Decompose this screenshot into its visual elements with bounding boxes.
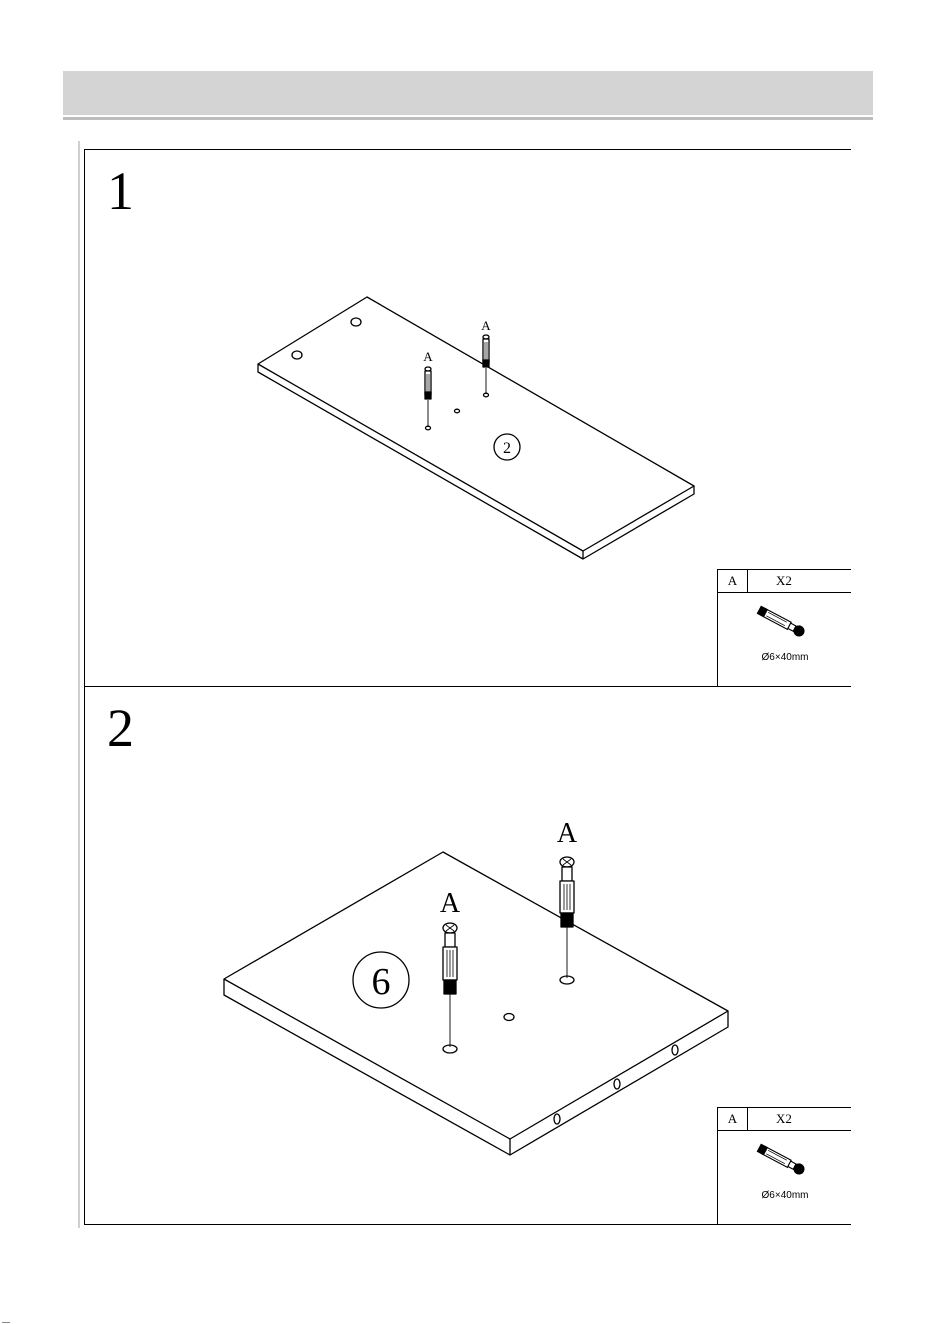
part-label: A xyxy=(557,818,578,849)
step-2-panel: 2 xyxy=(84,686,851,1225)
panel-callout-number: 6 xyxy=(372,961,391,1003)
hardware-letter: A xyxy=(718,570,748,592)
cam-bolt-icon xyxy=(483,335,489,367)
panel-hole xyxy=(614,1079,620,1089)
hardware-box: A X2 Ø6×40mm xyxy=(717,569,851,686)
cam-bolt-icon xyxy=(443,923,457,994)
cam-bolt-icon xyxy=(560,857,574,927)
panel-hole xyxy=(672,1045,678,1055)
page-gutter-line xyxy=(78,141,80,1228)
panel-callout-number: 2 xyxy=(503,440,511,457)
header-divider xyxy=(63,117,873,120)
panel-top-surface xyxy=(224,852,728,1139)
hardware-size: Ø6×40mm xyxy=(718,1190,852,1201)
step-1-panel: 1 xyxy=(84,149,851,687)
cam-bolt-icon xyxy=(756,1141,812,1181)
cam-bolt-icon xyxy=(425,367,431,399)
hardware-size: Ø6×40mm xyxy=(718,652,852,663)
hardware-letter: A xyxy=(718,1108,748,1130)
part-label: A xyxy=(440,888,461,919)
part-label: A xyxy=(481,318,491,333)
hardware-box: A X2 Ø6×40mm xyxy=(717,1107,851,1224)
part-label: A xyxy=(423,349,433,364)
panel-hole xyxy=(554,1114,560,1124)
hardware-quantity: X2 xyxy=(776,570,792,592)
panel-top-surface xyxy=(258,297,694,551)
cam-bolt-icon xyxy=(756,603,812,643)
page-corner-mark xyxy=(2,1316,10,1323)
header-bar xyxy=(63,71,873,115)
hardware-quantity: X2 xyxy=(776,1108,792,1130)
